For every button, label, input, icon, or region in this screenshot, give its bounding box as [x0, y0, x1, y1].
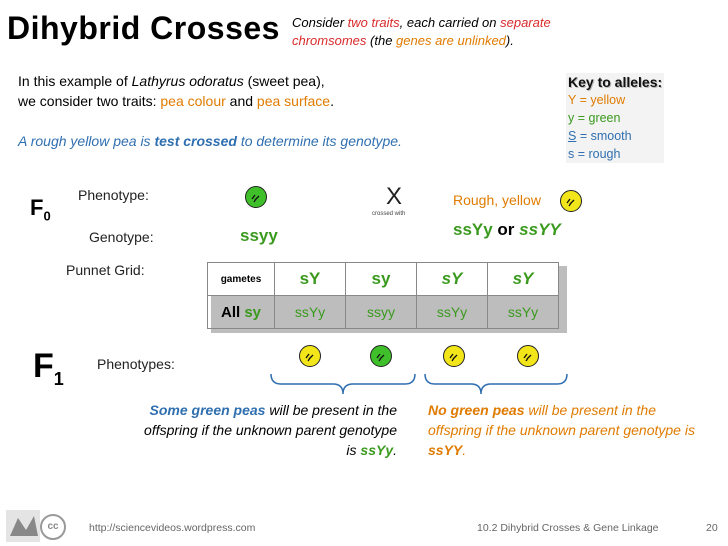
note-bold: Some green peas	[149, 402, 266, 418]
consider-text: Consider	[292, 15, 348, 30]
f0-label: F0	[30, 195, 51, 223]
trait-colour: pea colour	[160, 93, 226, 109]
creative-commons-icon: cc	[40, 514, 66, 540]
offspring-genotype: ssYy	[487, 295, 559, 329]
gamete-header: sy	[345, 262, 417, 296]
footer-chapter: 10.2 Dihybrid Crosses & Gene Linkage	[477, 522, 659, 534]
testcross-bold: test crossed	[154, 133, 237, 149]
punnet-grid: gametes sY sy sY sY All sy ssYy ssyy ssY…	[207, 262, 559, 329]
key-smooth-text: = smooth	[576, 129, 632, 143]
note-no-green: No green peas will be present in the off…	[428, 400, 708, 460]
note-text: .	[393, 442, 397, 458]
consider-text: (the	[366, 33, 397, 48]
key-heading: Key to alleles:	[568, 74, 663, 90]
gen-letter: F	[33, 347, 54, 385]
page-number: 20	[706, 522, 718, 534]
intro-part: In this example of	[18, 73, 132, 89]
yellow-pea-icon	[560, 190, 582, 212]
key-yellow: Y = yellow	[568, 93, 626, 107]
offspring-pea-icon	[517, 345, 539, 367]
punnet-label: Punnet Grid:	[66, 262, 145, 278]
genotype-or: or	[492, 220, 520, 239]
gamete-header: sY	[274, 262, 346, 296]
key-green: y = green	[568, 111, 621, 125]
row-label-all: All	[220, 303, 245, 321]
key-rough: s = rough	[568, 147, 621, 161]
intro-text: In this example of Lathyrus odoratus (sw…	[18, 71, 334, 111]
note-text: will be present in the offspring if the …	[428, 402, 695, 438]
gamete-header: sY	[487, 262, 559, 296]
page-title: Dihybrid Crosses	[7, 10, 280, 46]
trait-surface: pea surface	[256, 93, 331, 109]
consider-highlight: separate chromsomes	[292, 15, 551, 48]
parent-left-genotype: ssyy	[240, 226, 278, 245]
consider-note: Consider two traits, each carried on sep…	[292, 14, 622, 50]
consider-text: , each carried on	[399, 15, 501, 30]
key-smooth: S = smooth	[568, 127, 662, 145]
species-name: Lathyrus odoratus	[131, 73, 244, 89]
note-genotype: ssYy	[360, 442, 394, 458]
offspring-pea-icon	[299, 345, 321, 367]
offspring-pea-icon	[443, 345, 465, 367]
gen-letter: F	[30, 195, 44, 220]
gametes-label: gametes	[207, 262, 275, 296]
grid-value-row: All sy ssYy ssyy ssYy ssYy	[207, 295, 559, 329]
note-some-green: Some green peas will be present in the o…	[133, 400, 397, 460]
intro-part: .	[330, 93, 334, 109]
green-pea-icon	[245, 186, 267, 208]
left-bracket	[270, 373, 416, 395]
consider-highlight: two traits	[347, 15, 400, 30]
testcross-part: A rough yellow pea is	[18, 133, 155, 149]
right-bracket	[424, 373, 568, 395]
offspring-genotype: ssYy	[274, 295, 346, 329]
phenotypes-label: Phenotypes:	[97, 356, 175, 372]
crossed-with-label: crossed with	[372, 211, 406, 217]
parent-right-genotype: ssYy or ssYY	[453, 220, 561, 240]
row-label-gamete: sy	[244, 303, 262, 321]
intro-part: and	[225, 93, 257, 109]
gamete-header: sY	[416, 262, 488, 296]
row-label: All sy	[207, 295, 275, 329]
allele-key: Key to alleles: Y = yellow y = green S =…	[566, 73, 665, 163]
test-cross-text: A rough yellow pea is test crossed to de…	[18, 133, 402, 149]
consider-text: ).	[505, 33, 514, 48]
offspring-genotype: ssyy	[345, 295, 417, 329]
bracket-group	[270, 373, 568, 395]
consider-highlight: genes are unlinked	[396, 33, 506, 48]
note-bold: No green peas	[428, 402, 525, 418]
parent-right-phenotype: Rough, yellow	[453, 192, 541, 208]
note-genotype: ssYY	[428, 442, 463, 458]
gen-sub: 0	[43, 208, 51, 224]
offspring-genotype: ssYy	[416, 295, 488, 329]
intro-part: we consider two traits:	[18, 93, 161, 109]
genotype-option-a: ssYy	[453, 220, 493, 239]
note-text: .	[462, 442, 467, 458]
f1-label: F1	[33, 347, 64, 390]
testcross-part: to determine its genotype.	[236, 133, 402, 149]
cross-icon: X	[386, 183, 403, 210]
logo-icon	[6, 510, 40, 542]
offspring-pea-icon	[370, 345, 392, 367]
genotype-option-b: ssYY	[519, 220, 561, 239]
genotype-label: Genotype:	[89, 229, 154, 245]
phenotype-label: Phenotype:	[78, 187, 149, 203]
key-smooth-allele: S	[568, 129, 577, 143]
grid-header-row: gametes sY sy sY sY	[207, 262, 559, 296]
gen-sub: 1	[53, 368, 64, 389]
intro-part: (sweet pea),	[243, 73, 325, 89]
note-text: will be present in the offspring if the …	[144, 402, 397, 458]
footer-url[interactable]: http://sciencevideos.wordpress.com	[89, 522, 256, 534]
